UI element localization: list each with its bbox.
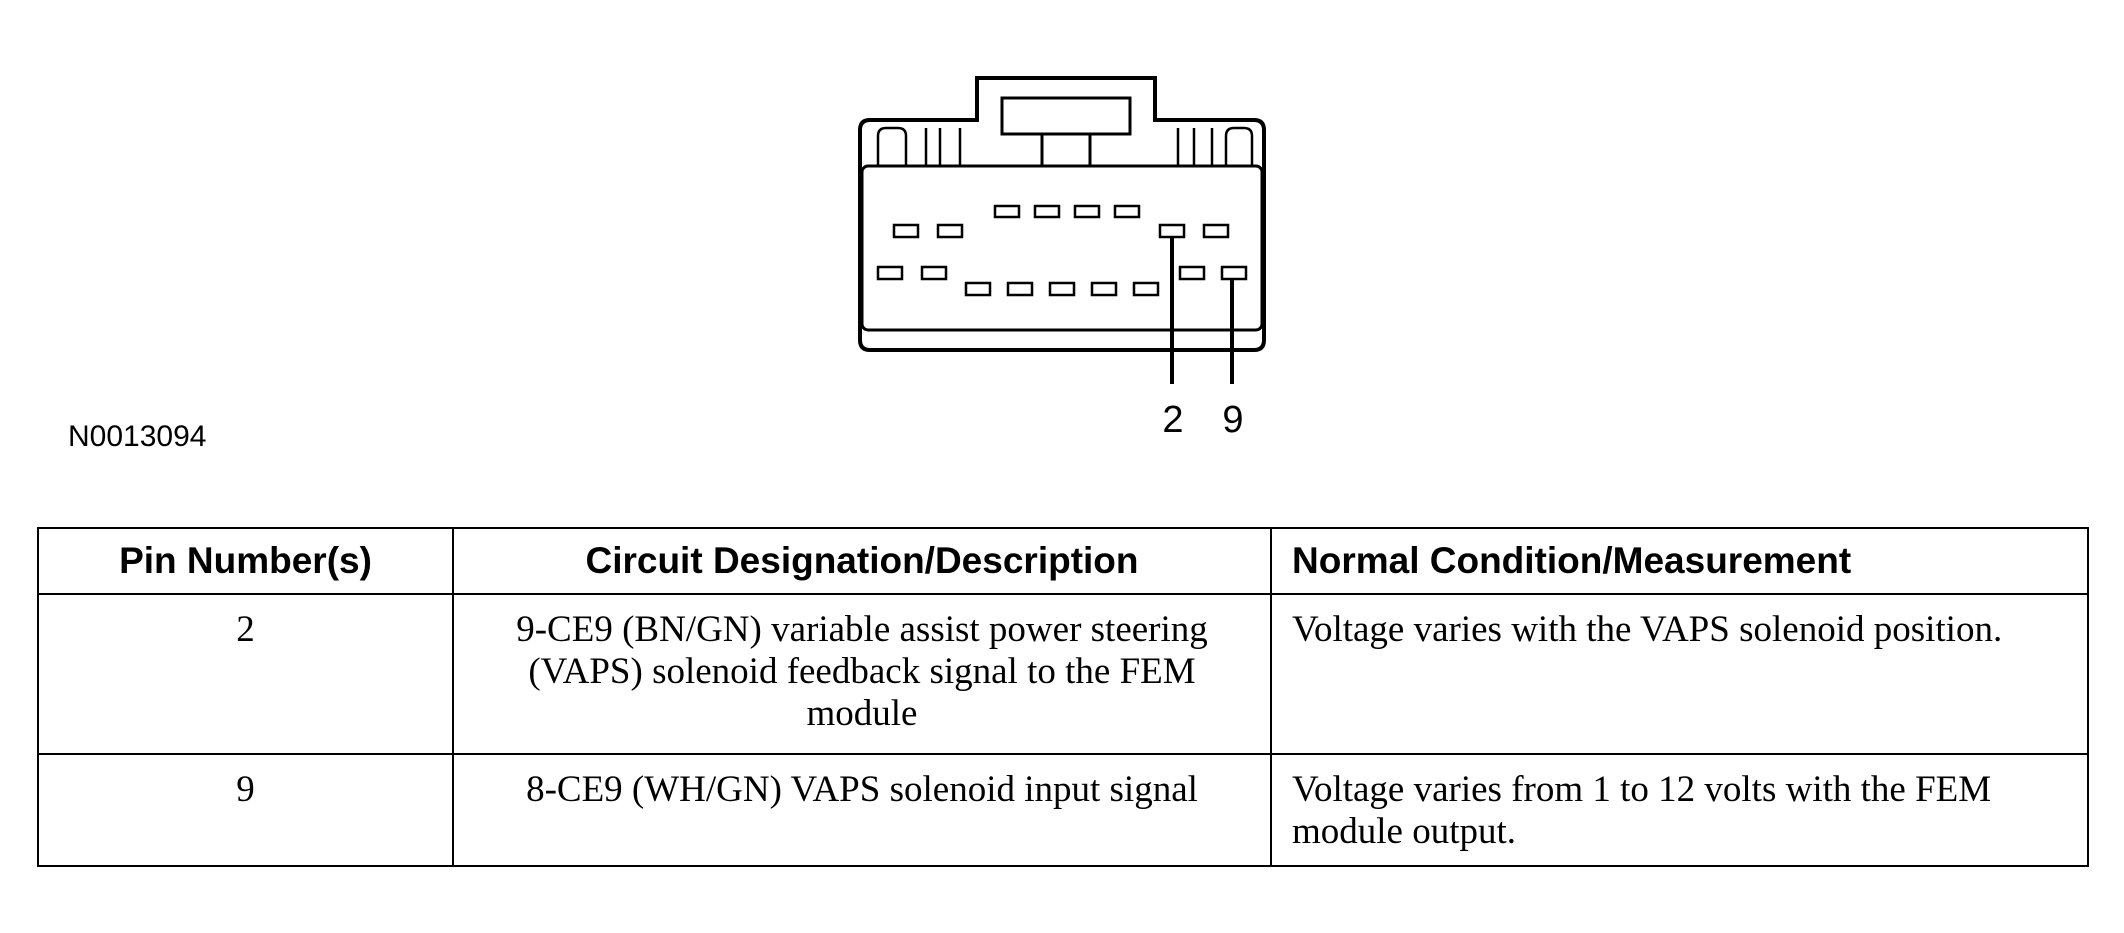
table-row: 9 8-CE9 (WH/GN) VAPS solenoid input sign…: [37, 753, 2089, 867]
pin-table: Pin Number(s) Circuit Designation/Descri…: [37, 527, 2089, 867]
connector-face: [860, 164, 1264, 332]
condition-cell: Voltage varies from 1 to 12 volts with t…: [1270, 753, 2089, 867]
left-ribs: [876, 126, 962, 166]
header-pin-numbers: Pin Number(s): [37, 527, 454, 595]
figure-reference-code: N0013094: [68, 420, 207, 453]
circuit-cell: 9-CE9 (BN/GN) variable assist power stee…: [452, 593, 1272, 755]
pin-label-2: 2: [1162, 399, 1183, 441]
circuit-cell: 8-CE9 (WH/GN) VAPS solenoid input signal: [452, 753, 1272, 867]
pin-cell: 9: [37, 753, 454, 867]
condition-cell: Voltage varies with the VAPS solenoid po…: [1270, 593, 2089, 755]
header-normal-condition: Normal Condition/Measurement: [1270, 527, 2089, 595]
connector-diagram: 2 9: [858, 76, 1266, 441]
pin-label-9: 9: [1222, 399, 1243, 441]
header-circuit-description: Circuit Designation/Description: [452, 527, 1272, 595]
connector-body: [858, 76, 1266, 352]
table-header-row: Pin Number(s) Circuit Designation/Descri…: [37, 527, 2089, 595]
pin-cell: 2: [37, 593, 454, 755]
locking-tab-latch: [1040, 132, 1092, 168]
locking-tab: [1000, 96, 1132, 136]
right-ribs: [1176, 126, 1254, 166]
table-row: 2 9-CE9 (BN/GN) variable assist power st…: [37, 593, 2089, 755]
pin-cavities: [876, 204, 1248, 297]
